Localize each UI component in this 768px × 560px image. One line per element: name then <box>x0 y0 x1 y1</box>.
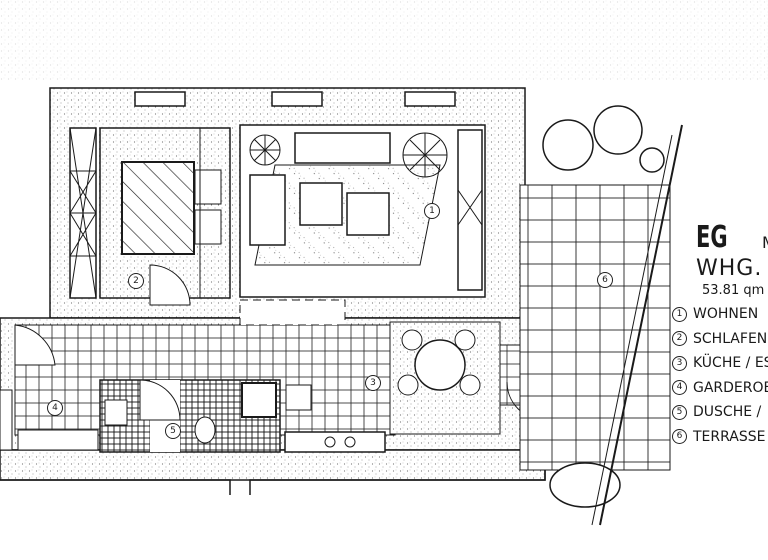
windows <box>134 91 456 107</box>
wardrobe-hatch <box>69 127 97 299</box>
paper-noise <box>0 0 768 80</box>
area-label: 53.81 qm <box>702 283 765 298</box>
room-number-3: 3 <box>365 375 381 391</box>
floor-label: EG <box>696 220 728 255</box>
armchair <box>249 174 286 246</box>
room-number-badge: 5 <box>672 404 687 420</box>
room-label: KÜCHE / ES <box>693 355 768 371</box>
pillow <box>194 169 222 205</box>
room-label: GARDEROB <box>693 379 768 396</box>
room-number-4: 4 <box>47 400 63 416</box>
kitchen-sink <box>285 384 312 411</box>
sink <box>104 399 128 426</box>
ottoman <box>299 182 343 226</box>
room-number-5: 5 <box>165 423 181 439</box>
room-number-badge: 2 <box>672 331 687 346</box>
room-item: 2 SCHLAFEN <box>672 327 768 352</box>
room-label: DUSCHE / <box>693 404 762 420</box>
room-label: WOHNEN <box>693 306 759 322</box>
room-item: 3 KÜCHE / ES <box>672 351 768 376</box>
unit-label: WHG. N <box>696 256 768 281</box>
door-swing <box>149 264 191 306</box>
toilet <box>194 416 216 444</box>
property-line <box>599 124 683 526</box>
dining-table <box>414 339 466 391</box>
chair <box>401 329 423 351</box>
room-number-6: 6 <box>597 272 613 288</box>
door-swing <box>139 379 181 421</box>
room-item: 6 TERRASSE <box>672 425 768 450</box>
shelf-hatch <box>457 189 483 226</box>
chair <box>397 374 419 396</box>
room-number-badge: 6 <box>672 429 687 444</box>
sofa <box>294 132 391 164</box>
room-item: 1 WOHNEN <box>672 302 768 327</box>
room-number-badge: 3 <box>672 355 687 371</box>
stove-burner <box>344 436 356 448</box>
shelf <box>457 129 483 291</box>
chair <box>459 374 481 396</box>
stove-burner <box>324 436 336 448</box>
room-number-badge: 1 <box>672 306 687 322</box>
room-item: 4 GARDEROB <box>672 376 768 401</box>
closet <box>0 389 13 451</box>
terrace <box>519 184 671 471</box>
shower <box>241 382 277 418</box>
room-number-2: 2 <box>128 273 144 289</box>
room-label: TERRASSE <box>693 428 766 445</box>
ottoman <box>346 192 390 236</box>
pillow <box>194 209 222 245</box>
room-item: 5 DUSCHE / <box>672 400 768 425</box>
property-line-inner <box>591 134 673 526</box>
floor-suffix: M <box>762 234 768 252</box>
coat-rack <box>17 429 99 451</box>
room-number-badge: 4 <box>672 380 687 395</box>
room-label: SCHLAFEN <box>693 330 768 347</box>
plant-icon <box>249 134 281 166</box>
chair <box>454 329 476 351</box>
plant-icon <box>402 132 448 178</box>
passage <box>239 299 346 326</box>
outer-wall-line <box>0 470 546 495</box>
nightstand-area <box>199 127 231 299</box>
shrubs <box>542 105 665 508</box>
room-number-1: 1 <box>424 203 440 219</box>
door-swing <box>14 324 56 366</box>
bed <box>121 161 195 255</box>
